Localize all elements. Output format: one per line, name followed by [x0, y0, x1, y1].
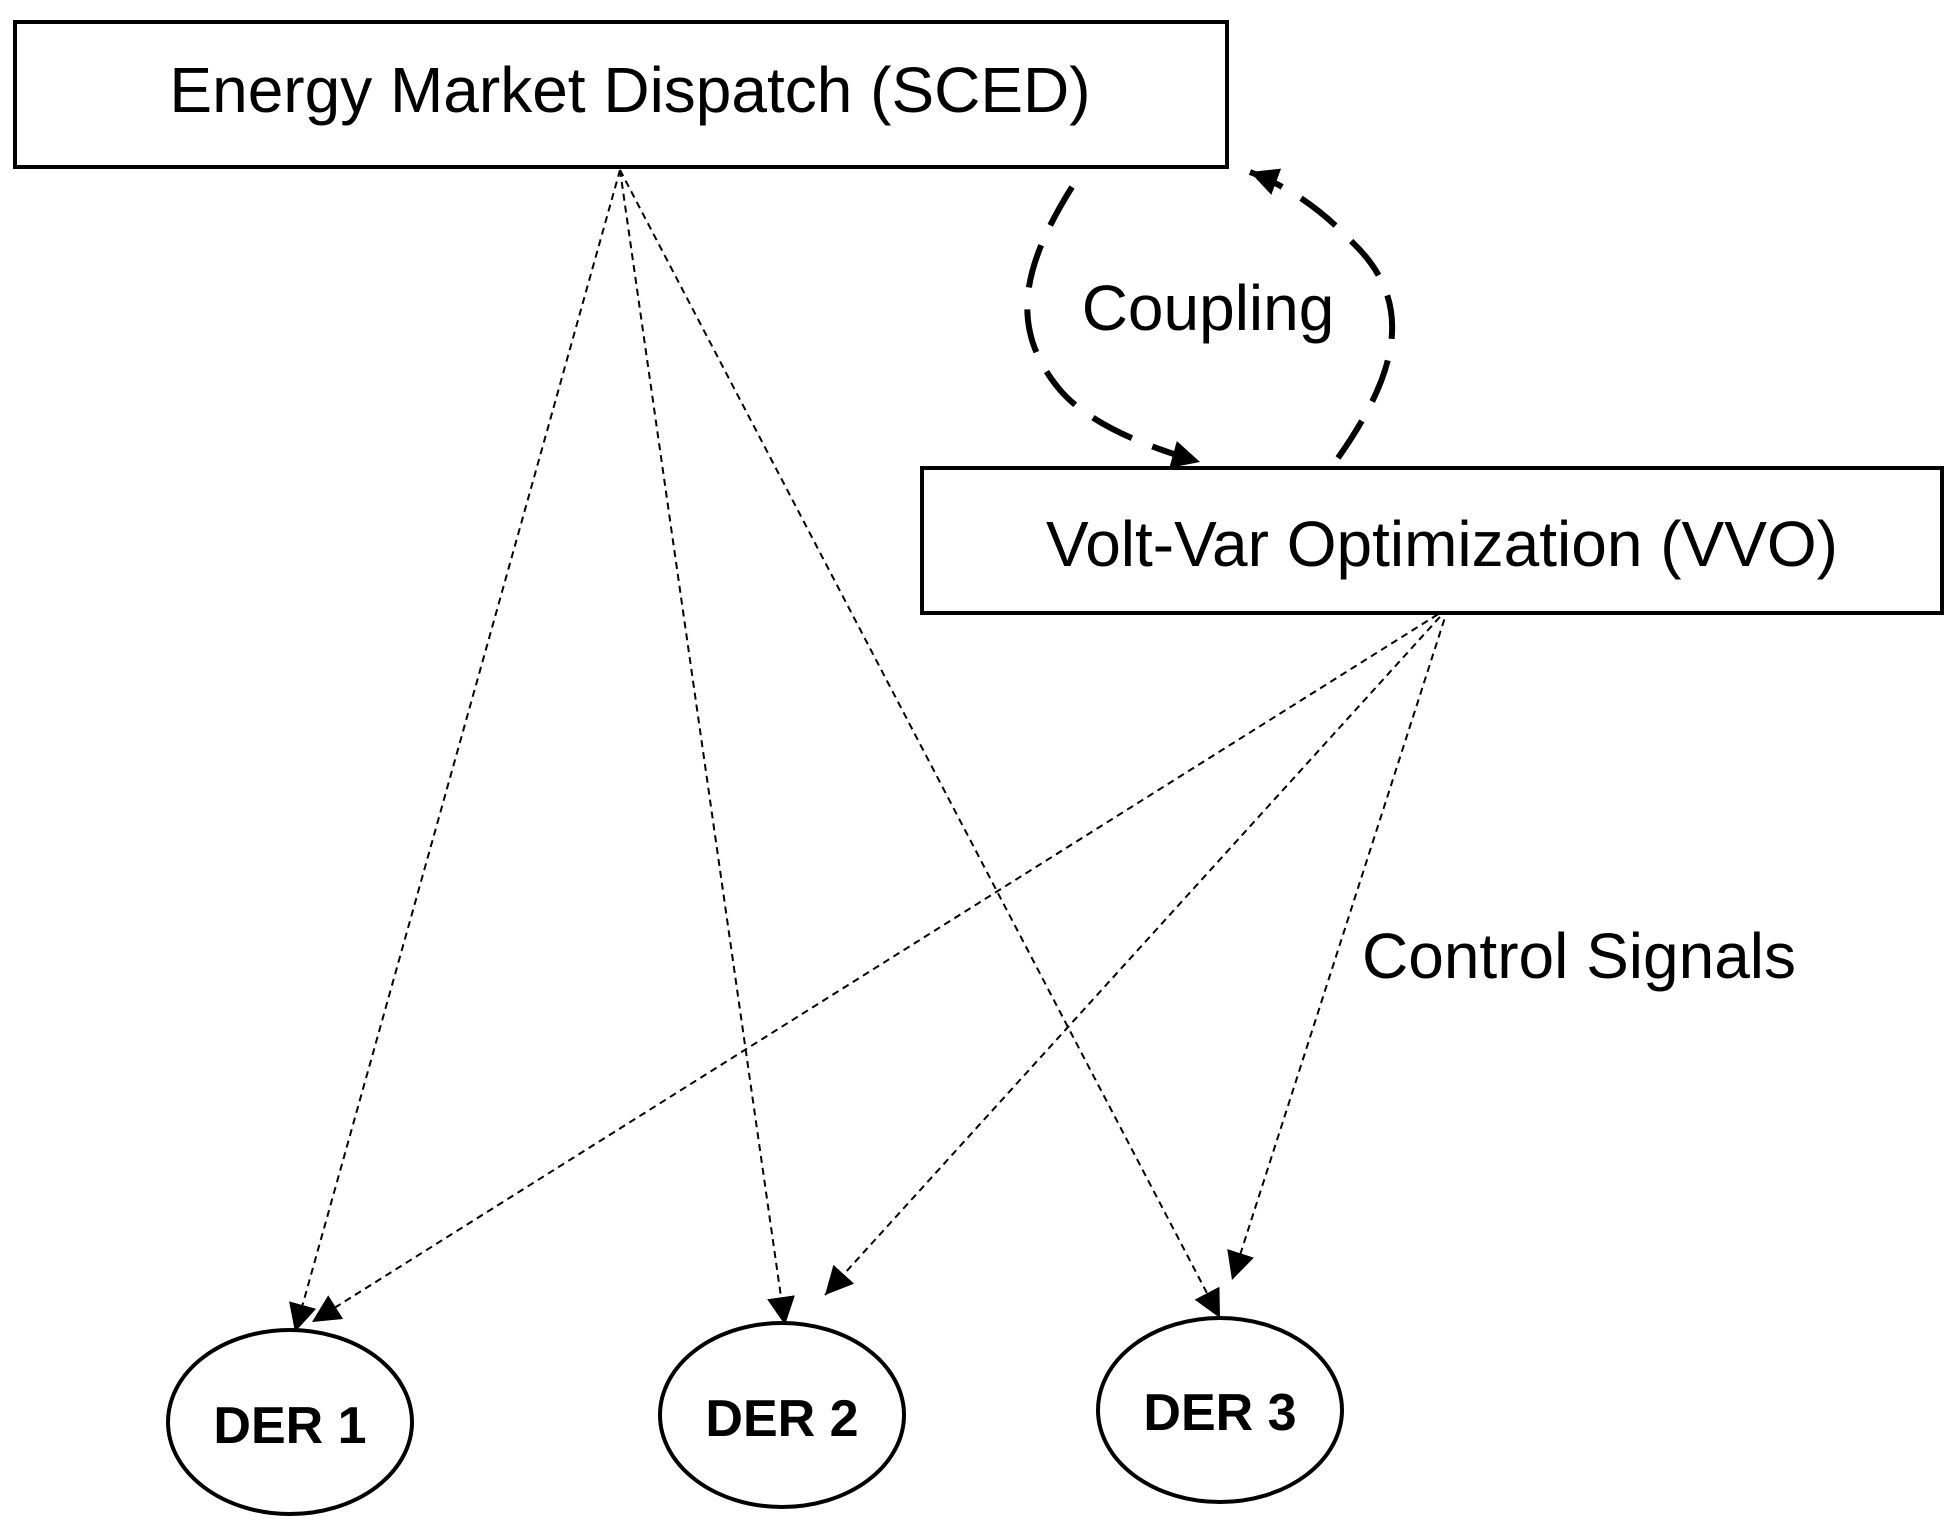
edge-sced-vvo — [1024, 185, 1201, 468]
der2-label: DER 2 — [705, 1390, 858, 1448]
sced-label: Energy Market Dispatch (SCED) — [169, 54, 1090, 126]
vvo-to-der-edges — [311, 607, 1449, 1323]
der2-node: DER 2 — [658, 1321, 906, 1509]
edge-vvo-der3 — [1227, 607, 1449, 1281]
edge-vvo-sced — [1248, 168, 1396, 460]
sced-to-der-edges — [289, 169, 1221, 1333]
edge-vvo-der1 — [311, 607, 1449, 1323]
edge-sced-der2 — [619, 169, 795, 1326]
coupling-label: Coupling — [1082, 272, 1335, 344]
der1-node: DER 1 — [166, 1328, 414, 1516]
der2-ellipse — [658, 1321, 906, 1509]
edge-vvo-der2 — [824, 607, 1449, 1296]
der3-ellipse — [1096, 1316, 1344, 1504]
sced-box — [13, 20, 1229, 169]
control-signals-label: Control Signals — [1362, 920, 1796, 992]
der1-label: DER 1 — [213, 1397, 366, 1455]
vvo-node: Volt-Var Optimization (VVO) — [920, 466, 1944, 615]
coupling-edges — [1024, 168, 1396, 468]
der1-ellipse — [166, 1328, 414, 1516]
edge-sced-der1 — [289, 169, 621, 1333]
sced-node: Energy Market Dispatch (SCED) — [13, 20, 1229, 169]
vvo-label: Volt-Var Optimization (VVO) — [1046, 508, 1838, 580]
der3-node: DER 3 — [1096, 1316, 1344, 1504]
der3-label: DER 3 — [1143, 1384, 1296, 1442]
vvo-box — [920, 466, 1944, 615]
